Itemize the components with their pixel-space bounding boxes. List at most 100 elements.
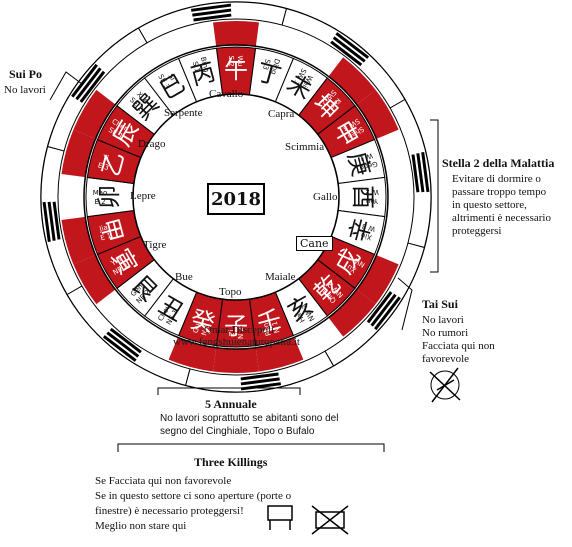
trigram-bar — [109, 327, 142, 354]
annuale5-text: No lavori soprattutto se abitanti sono d… — [160, 412, 338, 438]
sui-po-bracket — [49, 71, 83, 101]
trigram-bar — [192, 8, 232, 17]
stella2-line: passare troppo tempo — [452, 186, 547, 198]
trigram-bar — [106, 331, 140, 358]
watermark-url: www.fengshuienaturopatia.it — [173, 336, 300, 348]
animal-tigre: Tigre — [143, 239, 167, 251]
sector-pinyin: Xu — [346, 263, 358, 275]
tai-sui-bracket — [397, 277, 413, 331]
three-killings-line: Se in questo settore ci sono aperture (p… — [95, 490, 292, 502]
sui-po-title: Sui Po — [9, 67, 43, 81]
annuale5-line: No lavori soprattutto se abitanti sono d… — [160, 413, 339, 424]
sector-pinyin: Jia — [98, 223, 109, 233]
animal-gallo: Gallo — [313, 191, 338, 203]
trigram-bar — [374, 296, 401, 331]
trigram-bar — [366, 291, 393, 324]
tai-sui-line: No rumori — [422, 327, 469, 339]
trigram-bar — [335, 32, 370, 59]
sector-pinyin: Ren — [262, 322, 273, 337]
sector-code: E 2 — [94, 198, 105, 206]
trigram-bar — [102, 335, 137, 362]
red-band-segment — [328, 57, 376, 105]
trigram-bar — [79, 70, 106, 103]
trigram-bar — [47, 201, 56, 241]
sector-pinyin: You — [366, 197, 379, 205]
trigram-bar — [421, 151, 430, 193]
tai-sui-line: No lavori — [422, 314, 464, 326]
red-band-segment — [213, 21, 259, 47]
three-killings-line: Meglio non stare qui — [95, 520, 187, 532]
crossed-web-icon — [429, 367, 461, 403]
sector-pinyin: Zi — [228, 330, 236, 337]
sui-po-text: No lavori — [4, 84, 46, 96]
warning-icons — [267, 367, 461, 535]
tai-sui-line: favorevole — [422, 353, 470, 365]
bed-icon — [267, 505, 293, 530]
trigram-bar — [332, 36, 366, 63]
stella2-line: in questo settore, — [452, 199, 527, 211]
animal-scimmia: Scimmia — [285, 141, 325, 153]
animal-maiale: Maiale — [265, 271, 296, 283]
sector-code: W 3 — [361, 222, 376, 233]
stella2-line: proteggersi — [452, 225, 502, 237]
three-killings-text: Se Facciata qui non favorevole Se in que… — [95, 474, 291, 534]
watermark-author: Omar Discepoli — [204, 324, 274, 336]
red-band-segment — [328, 289, 376, 337]
sector-hanzi: 午 — [224, 56, 248, 84]
sector-code: N 3 — [200, 323, 211, 337]
red-band-segment — [356, 255, 399, 305]
trigram-bar — [52, 201, 61, 240]
sector-ring-outer — [83, 44, 389, 350]
sector-pinyin: Bing — [199, 56, 211, 73]
sector-pinyin: Yi — [101, 153, 110, 163]
sector-pinyin: Mao — [93, 189, 108, 197]
sector-code: S 1 — [191, 61, 202, 74]
sector-pinyin: Ding — [269, 58, 281, 76]
animal-topo: Topo — [219, 286, 242, 298]
trigram-bar — [240, 377, 280, 386]
trigram-bar — [240, 372, 279, 381]
year-label: 2018 — [207, 183, 265, 215]
trigram-bar — [411, 154, 420, 193]
trigram-bar — [71, 63, 98, 98]
tai-sui-text: No lavori No rumori Facciata qui non fav… — [422, 314, 495, 366]
sector-code: E 1 — [100, 232, 113, 243]
animal-serpente: Serpente — [164, 107, 203, 119]
animal-drago: Drago — [138, 138, 166, 150]
sector-code: S 3 — [261, 58, 272, 71]
trigram-bar — [330, 40, 363, 67]
sector-code: W 2 — [365, 188, 379, 196]
sector-hanzi: 卯 — [95, 185, 123, 209]
red-band-segment — [73, 255, 116, 305]
tai-sui-line: Facciata qui non — [422, 340, 495, 352]
annuale5-line: segno del Cinghiale, Topo o Bufalo — [160, 426, 315, 437]
animal-bue: Bue — [175, 271, 193, 283]
three-killings-title: Three Killings — [194, 455, 268, 469]
red-band-segment — [213, 347, 259, 374]
stella2-text: Evitare di dormire o passare troppo temp… — [452, 173, 551, 238]
animal-cane: Cane — [296, 236, 333, 251]
red-band-segment — [73, 89, 116, 139]
three-killings-bracket — [117, 443, 385, 452]
animal-capra: Capra — [268, 108, 295, 120]
animal-cavallo: Cavallo — [209, 88, 244, 100]
tai-sui-title: Tai Sui — [422, 297, 458, 311]
trigram-bar — [190, 3, 232, 12]
stella2-line: Evitare di dormire o — [452, 173, 541, 185]
trigram-bar — [193, 13, 232, 22]
stella2-line: altrimenti è necessario — [452, 212, 551, 224]
three-killings-line: finestre) è necessario proteggersi! — [95, 505, 244, 517]
annuale5-title: 5 Annuale — [205, 397, 257, 411]
sector-pinyin: Si — [166, 72, 176, 82]
sector-pinyin: Wu — [236, 55, 244, 66]
sector-hanzi: 子 — [224, 312, 248, 340]
sector-pinyin: Gui — [192, 321, 203, 335]
three-killings-line: Se Facciata qui non favorevole — [95, 475, 232, 487]
sector-code: N 1 — [271, 320, 282, 334]
trigram-bar — [42, 201, 51, 243]
sector-code: W 1 — [358, 151, 373, 162]
crossed-bed-icon — [311, 505, 349, 535]
sector-code: S 2 — [227, 55, 235, 66]
stella2-bracket — [430, 119, 439, 273]
red-band-segment — [356, 89, 399, 139]
